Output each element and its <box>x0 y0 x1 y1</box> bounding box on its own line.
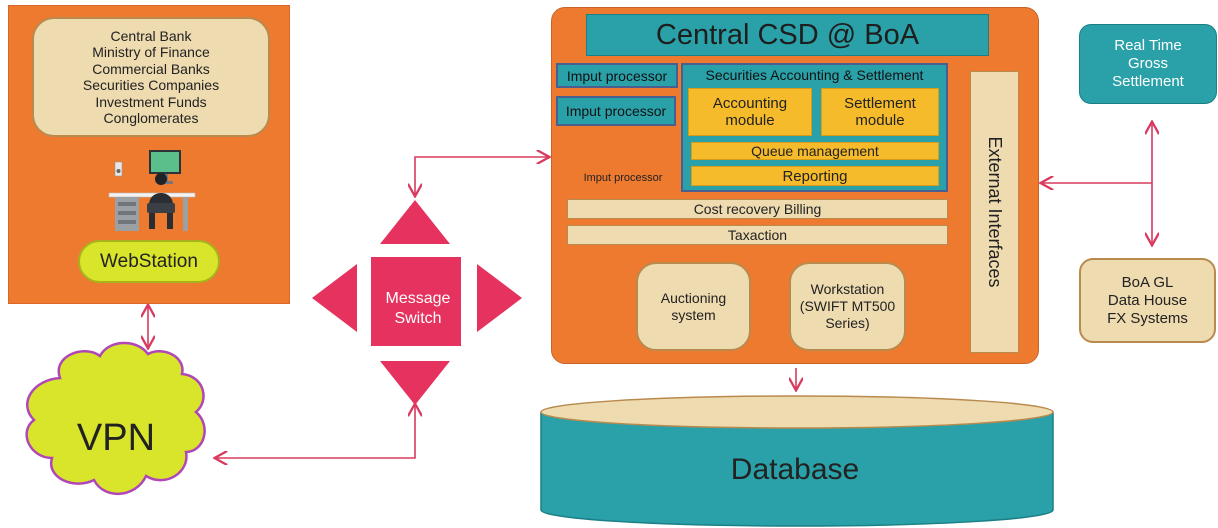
workstation-swift: Workstation (SWIFT MT500 Series) <box>789 262 906 351</box>
participant-item: Investment Funds <box>95 93 207 110</box>
auctioning-line: system <box>671 306 716 323</box>
rtgs-box: Real Time Gross Settlement <box>1079 24 1217 104</box>
participants-panel: Central Bank Ministry of Finance Commerc… <box>8 5 290 304</box>
accounting-line: module <box>725 112 775 129</box>
participant-item: Central Bank <box>110 27 192 44</box>
taxation-module: Taxaction <box>567 225 948 245</box>
cloud-icon <box>25 341 206 496</box>
rtgs-line: Gross <box>1127 55 1168 72</box>
input-processor-2: Imput processor <box>556 96 676 126</box>
queue-management: Queue management <box>691 142 939 160</box>
database-cylinder-icon <box>540 395 1054 527</box>
external-interfaces-box <box>970 71 1019 353</box>
vpn-label: VPN <box>76 416 156 459</box>
vpn-switch-connector <box>216 405 415 458</box>
message-switch-arrows-icon <box>312 200 522 405</box>
switch-csd-connector <box>415 157 548 195</box>
accounting-module: Accounting module <box>688 88 812 136</box>
message-switch: Message Switch <box>372 281 464 337</box>
participant-item: Securities Companies <box>82 77 220 93</box>
reporting-module: Reporting <box>691 166 939 186</box>
message-switch-line: Message <box>385 290 451 307</box>
settlement-line: module <box>855 112 905 129</box>
accounting-line: Accounting <box>712 95 788 112</box>
auctioning-line: Auctioning <box>660 289 727 306</box>
participants-list: Central Bank Ministry of Finance Commerc… <box>32 17 270 137</box>
workstation-line: Workstation <box>810 281 885 297</box>
boa-gl-line: FX Systems <box>1107 309 1188 327</box>
sas-title: Securities Accounting & Settlement <box>705 67 924 83</box>
message-switch-line: Switch <box>394 310 442 327</box>
settlement-line: Settlement <box>844 95 916 112</box>
database-label: Database <box>730 453 860 486</box>
boa-gl-box: BoA GL Data House FX Systems <box>1079 258 1216 343</box>
csd-title: Central CSD @ BoA <box>586 14 989 56</box>
auctioning-system: Auctioning system <box>636 262 751 351</box>
computer-user-icon <box>108 150 196 231</box>
participant-item: Conglomerates <box>103 110 199 126</box>
boa-gl-line: Data House <box>1107 291 1188 309</box>
input-processor-1: Imput processor <box>556 63 678 88</box>
webstation-button[interactable]: WebStation <box>78 240 220 283</box>
rtgs-line: Settlement <box>1112 73 1184 90</box>
participant-item: Commercial Banks <box>92 60 210 77</box>
cost-recovery-billing: Cost recovery Billing <box>567 199 948 219</box>
workstation-line: Series) <box>825 315 870 331</box>
input-processor-3: Imput processor <box>583 172 663 184</box>
participant-item: Ministry of Finance <box>92 44 210 60</box>
rtgs-line: Real Time <box>1114 37 1182 54</box>
settlement-module: Settlement module <box>821 88 939 136</box>
workstation-line: (SWIFT MT500 <box>799 298 896 314</box>
boa-gl-line: BoA GL <box>1121 273 1174 291</box>
external-interfaces-label: Externat Interfaces <box>985 136 1006 288</box>
